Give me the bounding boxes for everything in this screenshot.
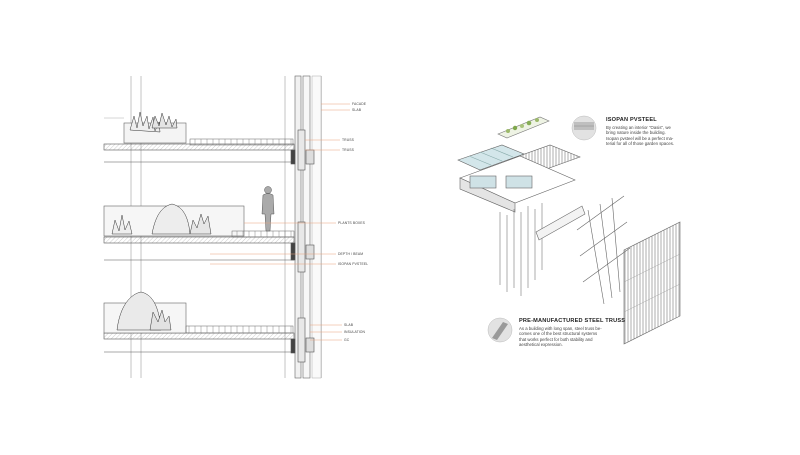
truss-title: PRE-MANUFACTURED STEEL TRUSS <box>519 318 626 324</box>
plant-strip <box>497 116 550 139</box>
label-slab-top: SLAB <box>352 108 362 112</box>
truss-body: As a building with long span, steel trus… <box>519 325 602 348</box>
truss-callout: PRE-MANUFACTURED STEEL TRUSS As a buildi… <box>519 318 625 348</box>
person-figure <box>261 186 275 232</box>
isopan-swatch <box>571 115 597 141</box>
exploded-axonometric <box>457 116 681 345</box>
label-truss-2: TRUSS <box>342 148 354 152</box>
label-depth-beam: DEPTH / BEAM <box>338 252 364 256</box>
isopan-title: ISOPAN PVSTEEL <box>606 117 657 123</box>
brace-panel <box>535 205 586 241</box>
slab-columns <box>499 203 543 296</box>
label-plants-boxes: PLANTS BOXES <box>338 221 366 225</box>
truss-swatch <box>487 317 513 343</box>
plants <box>111 111 212 331</box>
steel-truss <box>576 195 631 305</box>
main-slab <box>459 155 576 213</box>
isopan-callout: ISOPAN PVSTEEL By creating an interior "… <box>606 117 674 147</box>
label-facade: FACADE <box>352 102 367 106</box>
label-gc: GC <box>344 338 350 342</box>
isopan-body: By creating an interior "Oasis", we brin… <box>606 124 675 147</box>
label-isopan: ISOPAN PVSTEEL <box>338 262 369 266</box>
leader-lines <box>210 103 350 341</box>
label-insulation: INSULATION <box>344 330 366 334</box>
corrugated-facade-panel <box>623 221 681 345</box>
label-truss-1: TRUSS <box>342 138 354 142</box>
building-section <box>103 75 350 379</box>
label-slab-bottom: SLAB <box>344 323 354 327</box>
